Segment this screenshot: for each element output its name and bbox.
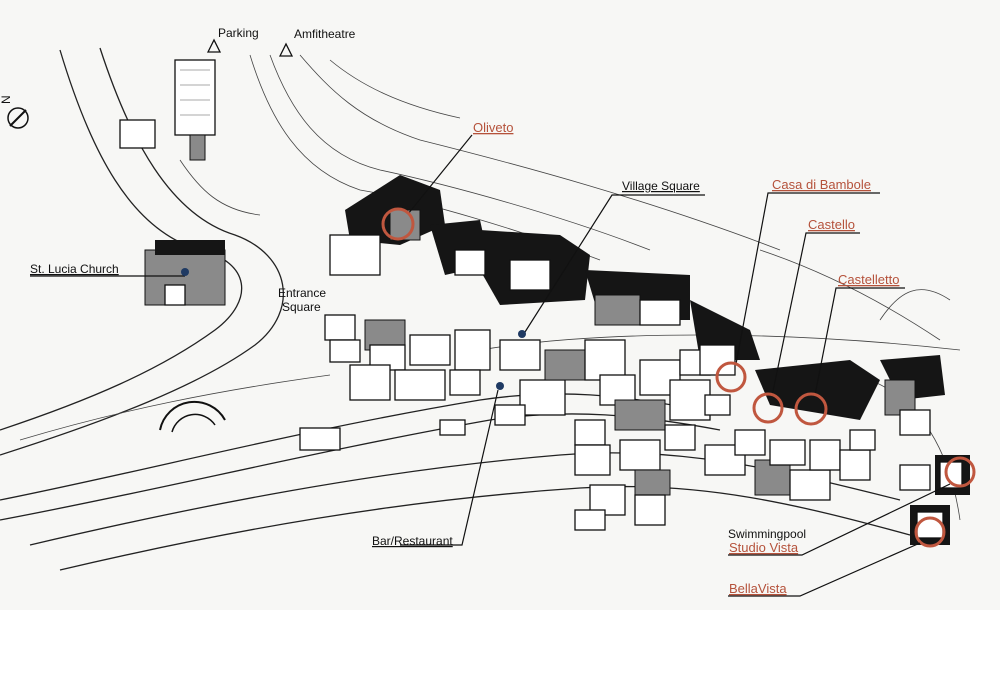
castelletto-label[interactable]: Castelletto (838, 272, 899, 287)
casa-di-bambole-label[interactable]: Casa di Bambole (772, 177, 871, 192)
apartment-studio-vista[interactable]: Studio Vista (728, 456, 976, 556)
roundabout (159, 400, 226, 433)
parking-label: Parking (218, 26, 259, 40)
castelletto-marker[interactable] (794, 392, 828, 426)
poi-st-lucia: St. Lucia Church (30, 262, 189, 277)
poi-entrance-square: Entrance Square (278, 286, 326, 314)
amfitheatre-direction: Amfitheatre (278, 27, 356, 57)
village-buildings (144, 175, 970, 545)
parking-area (119, 59, 216, 161)
entrance-label-line1: Entrance (278, 286, 326, 300)
apartment-castello[interactable]: Castello (752, 217, 860, 424)
poi-bar-restaurant: Bar/Restaurant (372, 382, 504, 548)
amfitheatre-label: Amfitheatre (294, 27, 356, 41)
studio-vista-label[interactable]: Studio Vista (729, 540, 799, 555)
apartment-oliveto[interactable]: Oliveto (381, 120, 513, 241)
north-arrow: N (0, 95, 29, 129)
north-arrow-letter: N (0, 95, 13, 104)
apartment-casa-di-bambole[interactable]: Casa di Bambole (715, 177, 880, 393)
castello-marker[interactable] (752, 392, 784, 424)
oliveto-label[interactable]: Oliveto (473, 120, 513, 135)
poi-swimmingpool: Swimmingpool (728, 527, 806, 541)
castello-label[interactable]: Castello (808, 217, 855, 232)
bellavista-label[interactable]: BellaVista (729, 581, 787, 596)
st-lucia-label: St. Lucia Church (30, 262, 119, 276)
swimmingpool-label: Swimmingpool (728, 527, 806, 541)
casa-di-bambole-marker[interactable] (715, 361, 747, 393)
parking-direction: Parking (206, 26, 259, 53)
bar-restaurant-label: Bar/Restaurant (372, 534, 453, 548)
village-square-label: Village Square (622, 179, 700, 193)
poi-village-square: Village Square (518, 179, 705, 338)
apartment-bellavista[interactable]: BellaVista (728, 516, 946, 597)
apartment-castelletto[interactable]: Castelletto (794, 272, 905, 426)
studio-vista-marker[interactable] (944, 456, 976, 488)
oliveto-marker[interactable] (381, 207, 415, 241)
bellavista-marker[interactable] (914, 516, 946, 548)
entrance-label-line2: Square (282, 300, 321, 314)
